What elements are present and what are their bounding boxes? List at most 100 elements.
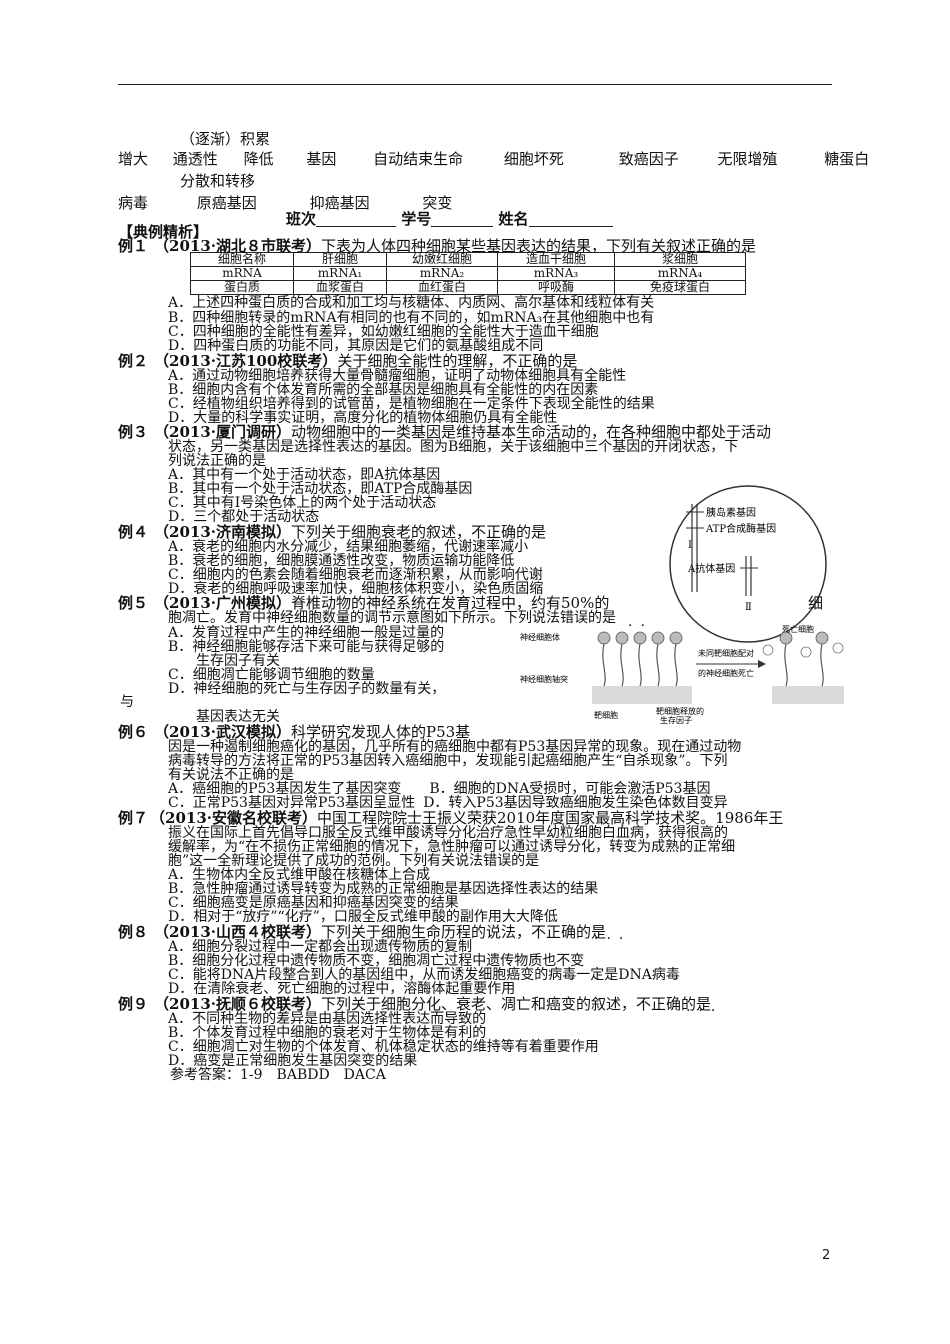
emphasis-dots: ···: [686, 1003, 724, 1019]
table-cell: mRNA: [190, 266, 294, 281]
ex5-stem-2: 胞凋亡。发育中神经细胞数量的调节示意图如下所示。下列说法错误的是: [168, 610, 616, 626]
ex5-stem-1-tail: 细: [808, 594, 824, 612]
ex1-option-c: C．四种细胞的全能性有差异，如幼嫩红细胞的全能性大于造血干细胞: [168, 324, 599, 340]
chromosome-label-ii: Ⅱ: [745, 602, 752, 613]
example-source: （2013·武汉模拟）: [154, 723, 291, 741]
class-field[interactable]: [316, 212, 397, 227]
example-number: 例１: [118, 237, 149, 255]
table-cell: 呼吸酶: [497, 280, 615, 295]
ex1-stem: 例１ （2013·湖北８市联考）下表为人体四种细胞某些基因表达的结果，下列有关叙述…: [118, 238, 756, 254]
ex3-stem-1: 例３（2013·厦门调研）动物细胞中的一类基因是维持基本生命活动的，在各种细胞中…: [118, 424, 771, 440]
ex6-options-cd: C．正常P53基因对异常P53基因呈显性 D．转入P53基因导致癌细胞发生染色体数…: [168, 795, 728, 811]
ex7-stem-4: 胞”这一全新理论提供了成功的范例。下列有关说法错误的是: [168, 853, 540, 869]
example-number: 例７: [118, 809, 149, 827]
label-dead-cell: 死亡细胞: [782, 624, 814, 634]
ex4-option-b: B．衰老的细胞，细胞膜通透性改变，物质运输功能降低: [168, 553, 515, 569]
ex7-stem-3: 缓解率，为“在不损伤正常细胞的情况下，急性肿瘤可以通过诱导分化，转变为成熟的正常…: [168, 839, 736, 855]
arrow-head: [758, 660, 766, 668]
answer-text: 降低: [243, 150, 274, 168]
ex6-option-c: C．正常P53基因对异常P53基因呈显性: [168, 795, 416, 811]
ex5-option-b: B．神经细胞能够存活下来可能与获得足够的: [168, 639, 445, 655]
axon: [602, 643, 606, 687]
example-source: （2013·湖北８市联考）: [154, 237, 321, 255]
example-number: 例８: [118, 923, 149, 941]
gene-label-atp: ATP合成酶基因: [705, 522, 776, 535]
ex2-option-c: C．经植物组织培养得到的试管苗，是植物细胞在一定条件下表现全能性的结果: [168, 396, 655, 412]
emphasis-dots: ··: [628, 618, 653, 634]
answer-text: 病毒: [118, 194, 149, 212]
ex3-stem-2: 状态，另一类基因是选择性表达的基因。图为B细胞，关于该细胞中三个基因的开闭状态，…: [168, 439, 739, 455]
table-cell: 血浆蛋白: [293, 280, 387, 295]
label-arrow-1: 未同靶细胞配对: [698, 648, 754, 658]
name-field[interactable]: [528, 212, 613, 227]
answer-text: 致癌因子: [618, 150, 679, 168]
ex3-option-c: C．其中有Ⅰ号染色体上的两个处于活动状态: [168, 495, 437, 511]
axon: [820, 643, 824, 687]
ex7-option-c: C．细胞癌变是原癌基因和抑癌基因突变的结果: [168, 895, 459, 911]
neuron-body: [815, 631, 829, 645]
label-target: 靶细胞: [594, 710, 618, 720]
ex2-option-a: A．通过动物细胞培养获得大量骨髓瘤细胞，证明了动物体细胞具有全能性: [168, 368, 627, 384]
ex5-option-c: C．细胞凋亡能够调节细胞的数量: [168, 667, 375, 683]
ex6-stem-1: 例６（2013·武汉模拟）科学研究发现人体的P53基: [118, 724, 470, 740]
answer-text: 原癌基因: [196, 194, 257, 212]
example-stem: 下列关于细胞生命历程的说法，不正确的是: [321, 923, 607, 941]
dead-cell: [762, 644, 774, 656]
ex5-option-a: A．发育过程中产生的神经细胞一般是过量的: [168, 625, 445, 641]
ex1-option-d: D．四种蛋白质的功能不同，其原因是它们的氨基酸组成不同: [168, 338, 544, 354]
ex8-option-a: A．细胞分裂过程中一定都会出现遗传物质的复制: [168, 939, 473, 955]
example-source: （2013·济南模拟）: [154, 523, 291, 541]
ex5-option-d-cont: 基因表达无关: [196, 709, 280, 725]
example-stem: 下列关于细胞衰老的叙述，不正确的是: [291, 523, 547, 541]
ex8-option-d: D．在清除衰老、死亡细胞的过程中，溶酶体起重要作用: [168, 981, 516, 997]
id-field[interactable]: [431, 212, 494, 227]
table-cell: mRNA₂: [386, 266, 498, 281]
example-stem: 下表为人体四种细胞某些基因表达的结果，下列有关叙述正确的是: [321, 237, 757, 255]
ex8-stem: 例８（2013·山西４校联考）下列关于细胞生命历程的说法，不正确的是: [118, 924, 606, 940]
answer-text: 分散和转移: [180, 172, 256, 190]
label-factor: 生存因子: [660, 715, 692, 724]
gene-expression-table: 细胞名称 肝细胞 幼嫩红细胞 造血干细胞 浆细胞 mRNA mRNA₁ mRNA…: [190, 252, 746, 295]
table-cell: 细胞名称: [190, 252, 294, 267]
ex8-option-b: B．细胞分化过程中遗传物质不变，细胞凋亡过程中遗传物质也不变: [168, 953, 585, 969]
ex7-stem-1: 例７（2013·安徽名校联考）中国工程院院士王振义荣获2010年度国家最高科学技…: [118, 810, 783, 826]
ex6-option-d: D．转入P53基因导致癌细胞发生染色体数目变异: [423, 795, 728, 811]
example-number: 例４: [118, 523, 149, 541]
neuron-body: [651, 631, 665, 645]
example-stem: 科学研究发现人体的P53基: [291, 723, 471, 741]
example-source: （2013·抚顺６校联考）: [154, 995, 321, 1013]
ex3-option-a: A．其中有一个处于活动状态，即A抗体基因: [168, 467, 441, 483]
ex2-option-d: D．大量的科学事实证明，高度分化的植物体细胞仍具有全能性: [168, 410, 558, 426]
emphasis-dots: ···: [594, 931, 632, 947]
example-source: （2013·江苏100校联考）: [154, 352, 338, 370]
example-source: （2013·厦门调研）: [154, 423, 291, 441]
table-row: mRNA mRNA₁ mRNA₂ mRNA₃ mRNA₄: [190, 266, 746, 281]
target-cell-row: [592, 686, 692, 704]
b-cell-figure: 胰岛素基因 ATP合成酶基因 Ⅰ A抗体基因 Ⅱ: [669, 485, 827, 643]
student-header: 班次 学号 姓名: [286, 211, 613, 227]
ex6-stem-3: 病毒转导的方法将正常的P53基因转入癌细胞中，发现能引起癌细胞产生“自杀现象”。…: [168, 753, 728, 769]
answer-text: 细胞坏死: [503, 150, 564, 168]
axon: [638, 643, 642, 687]
table-cell: mRNA₄: [614, 266, 746, 281]
ex9-option-a: A．不同种生物的差异是由基因选择性表达而导致的: [168, 1011, 487, 1027]
dead-cell: [832, 642, 844, 654]
ex1-option-a: A．上述四种蛋白质的合成和加工均与核糖体、内质网、高尔基体和线粒体有关: [168, 295, 655, 311]
example-stem: 中国工程院院士王振义荣获2010年度国家最高科学技术奖。1986年王: [317, 809, 784, 827]
ex7-option-a: A．生物体内全反式维甲酸在核糖体上合成: [168, 867, 431, 883]
answer-text: 通透性: [172, 150, 218, 168]
label-axon: 神经细胞轴突: [520, 674, 568, 684]
answer-text: 无限增殖: [717, 150, 778, 168]
example-number: 例２: [118, 352, 149, 370]
table-cell: 浆细胞: [614, 252, 746, 267]
answers-line-3: 分散和转移: [180, 172, 255, 190]
ex6-stem-2: 因是一种遏制细胞癌化的基因，几乎所有的癌细胞中都有P53基因异常的现象。现在通过…: [168, 739, 742, 755]
ex3-stem-3: 列说法正确的是: [168, 453, 266, 469]
neuron-body: [633, 631, 647, 645]
neuron-body: [597, 631, 611, 645]
axon: [784, 643, 788, 687]
table-cell: 蛋白质: [190, 280, 294, 295]
axon: [674, 643, 678, 687]
